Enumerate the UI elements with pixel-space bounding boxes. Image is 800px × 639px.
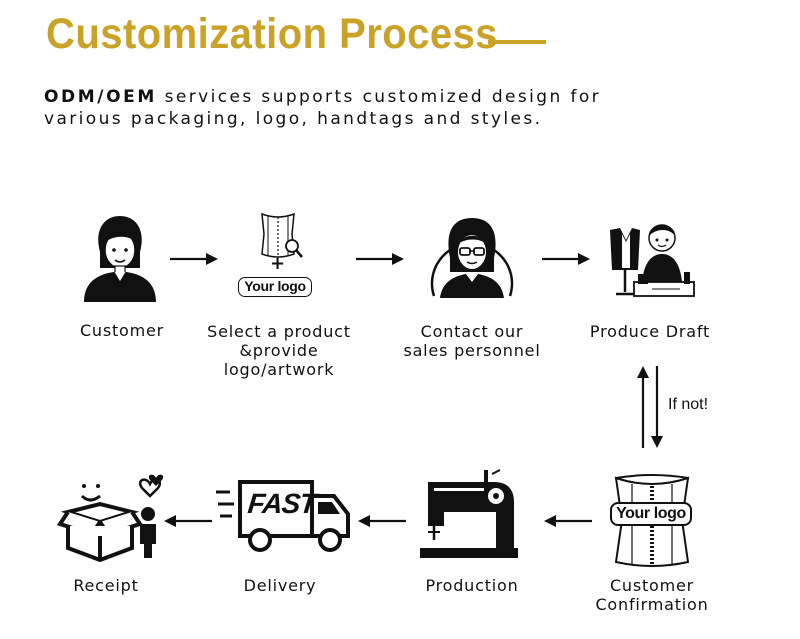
step-confirm-line-2: Confirmation [595,595,709,614]
designer-desk-icon [610,224,695,297]
arrow-up-icon [637,366,649,448]
step-draft-label: Produce Draft [589,322,711,341]
arrow-left-icon [164,515,212,527]
arrow-right-icon [170,253,218,265]
sales-personnel-icon [430,218,514,298]
intro-line-1: ODM/OEM services supports customized des… [44,86,601,108]
step-confirm-line-1: Customer [609,576,695,595]
fast-truck-icon [216,480,350,552]
step-contact-line-2: sales personnel [403,341,541,360]
intro-bold: ODM/OEM [44,87,157,107]
step-select-line-1: Select a product [207,322,351,341]
step-receipt-label: Receipt [73,576,139,595]
step-select-line-3: logo/artwork [223,360,335,379]
arrow-down-icon [651,366,663,448]
page-title: Customization Process [46,10,498,58]
step-select-line-2: &provide [239,341,319,360]
intro-text: ODM/OEM services supports customized des… [44,86,601,130]
box-receipt-icon [56,474,164,563]
fast-text: FAST [246,488,318,519]
step-customer-label: Customer [79,321,165,340]
intro-line-2: various packaging, logo, handtags and st… [44,109,543,129]
step-delivery-label: Delivery [243,576,317,595]
loop-note: If not! [668,396,709,413]
sewing-machine-icon [420,469,518,558]
step-contact-line-1: Contact our [420,322,524,341]
corset-product-icon [261,212,303,258]
plus-sign: + [270,253,286,274]
step-contact-label: Contact our sales personnel [394,322,550,360]
arrow-right-icon [542,253,590,265]
your-logo-badge: Your logo [610,502,692,526]
title-rule [488,40,546,44]
step-select-label: Select a product &provide logo/artwork [196,322,362,379]
step-production-label: Production [425,576,519,595]
step-confirm-label: Customer Confirmation [586,576,718,614]
your-logo-tag-icon: Your logo [238,277,312,297]
arrow-left-icon [358,515,406,527]
arrow-left-icon [544,515,592,527]
arrow-right-icon [356,253,404,265]
intro-line-1-rest: services supports customized design for [156,87,602,107]
customer-icon [84,216,156,302]
